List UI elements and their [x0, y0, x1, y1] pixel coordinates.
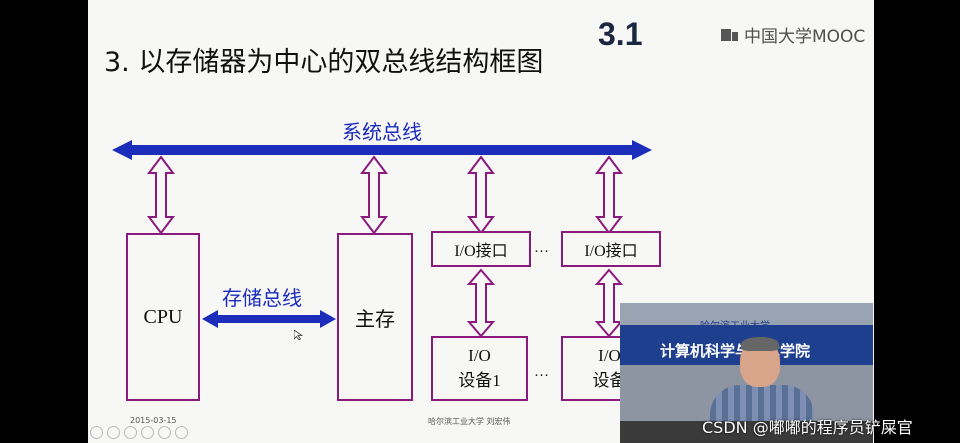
mooc-brand: 中国大学MOOC	[720, 22, 865, 47]
io-device-2-connector	[594, 268, 624, 338]
cpu-box: CPU	[126, 233, 200, 401]
io-interface-1-label: I/O接口	[454, 243, 508, 260]
memory-bus-arrow	[202, 310, 336, 328]
io-interface-1-bus-connector	[467, 155, 495, 235]
cpu-label: CPU	[143, 305, 183, 328]
bus-diagram	[112, 140, 652, 338]
io-device-1-line2: 设备1	[458, 371, 501, 390]
lecturer-webcam: 哈尔滨工业大学 计算机科学与技术学院	[620, 303, 873, 443]
main-memory-label: 主存	[355, 308, 395, 331]
banner-main-text: 计算机科学与技术学院	[660, 342, 811, 360]
io-device-1-box: I/O 设备1	[431, 336, 528, 401]
footer-author: 哈尔滨工业大学 刘宏伟	[428, 417, 511, 426]
nav-next-icon[interactable]	[107, 426, 120, 439]
brand-text: 中国大学MOOC	[744, 27, 866, 47]
nav-zoom-icon[interactable]	[158, 426, 171, 439]
mouse-cursor-icon	[294, 330, 303, 340]
system-bus-arrow	[112, 140, 652, 160]
slide-number: 3.1	[598, 16, 643, 52]
lecture-slide: 3. 以存储器为中心的双总线结构框图 3.1 中国大学MOOC 系统总线 存储总…	[88, 0, 874, 443]
nav-pen-icon[interactable]	[141, 426, 154, 439]
csdn-watermark: CSDN @嘟嘟的程序员铲屎官	[702, 418, 913, 437]
memory-bus-label: 存储总线	[222, 286, 302, 310]
io-interface-2-label: I/O接口	[584, 243, 638, 260]
main-memory-box: 主存	[337, 233, 413, 401]
nav-prev-icon[interactable]	[90, 426, 103, 439]
io-device-2-line2: 设备	[592, 371, 627, 390]
io-interface-2-box: I/O接口	[561, 231, 661, 267]
io-device-2-line1: I/O	[598, 346, 621, 365]
nav-more-icon[interactable]	[175, 426, 188, 439]
footer-date: 2015-03-15	[130, 416, 177, 425]
slide-heading: 3. 以存储器为中心的双总线结构框图	[104, 47, 544, 78]
io-device-1-line1: I/O	[468, 346, 491, 365]
lecture-desk	[620, 421, 873, 443]
io-interface-ellipsis: …	[534, 240, 549, 256]
slide-nav-controls[interactable]	[90, 426, 188, 439]
mooc-logo-icon	[721, 28, 738, 41]
system-bus-label: 系统总线	[342, 120, 422, 144]
lecturer-hair	[741, 337, 779, 351]
io-device-1-connector	[466, 268, 496, 338]
io-interface-2-bus-connector	[595, 155, 623, 235]
memory-bus-connector	[360, 155, 388, 235]
io-device-ellipsis: …	[534, 364, 549, 380]
io-interface-1-box: I/O接口	[431, 231, 531, 267]
nav-menu-icon[interactable]	[124, 426, 137, 439]
cpu-bus-connector	[147, 155, 175, 235]
